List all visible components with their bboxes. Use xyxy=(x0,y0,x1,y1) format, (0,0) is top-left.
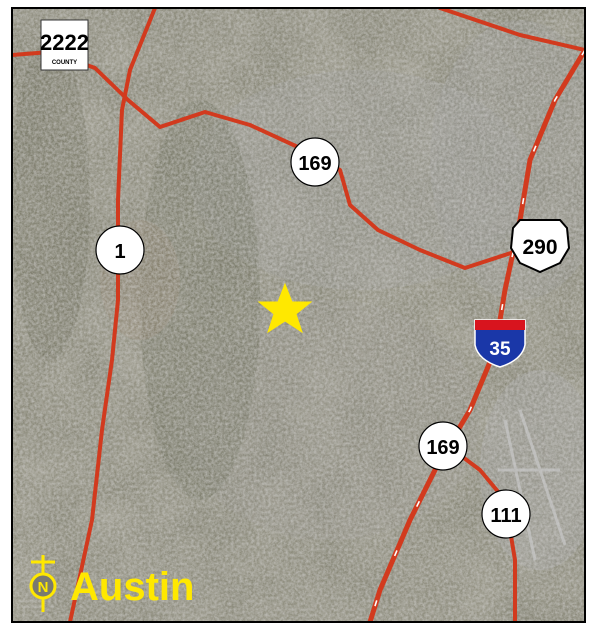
county-2222-shield: 2222 COUNTY xyxy=(40,19,89,71)
state-169-north-shield: 169 xyxy=(290,137,340,187)
satellite-imagery xyxy=(12,8,585,622)
interstate-35-number: 35 xyxy=(489,339,511,360)
north-arrow-icon: N xyxy=(29,555,57,612)
road-loop-1 xyxy=(68,8,157,622)
state-111-number: 111 xyxy=(490,505,521,527)
us-290-number: 290 xyxy=(522,236,557,259)
star-marker xyxy=(257,282,313,334)
state-1-shield: 1 xyxy=(95,225,145,275)
state-169-south-number: 169 xyxy=(426,437,459,459)
state-169-north-number: 169 xyxy=(298,153,331,175)
interstate-35-shield: 35 xyxy=(474,319,526,368)
us-290-shield: 290 xyxy=(509,219,571,274)
map-border xyxy=(11,7,586,623)
state-169-south-shield: 169 xyxy=(418,421,468,471)
airport-runways xyxy=(498,409,567,561)
road-north-east xyxy=(438,8,585,52)
county-2222-subtext: COUNTY xyxy=(52,60,77,66)
county-2222-number: 2222 xyxy=(40,30,89,55)
state-1-number: 1 xyxy=(114,241,125,263)
north-symbol: N xyxy=(38,579,49,596)
road-2222 xyxy=(12,50,522,270)
city-label: Austin xyxy=(70,565,194,609)
state-111-shield: 111 xyxy=(481,489,531,539)
